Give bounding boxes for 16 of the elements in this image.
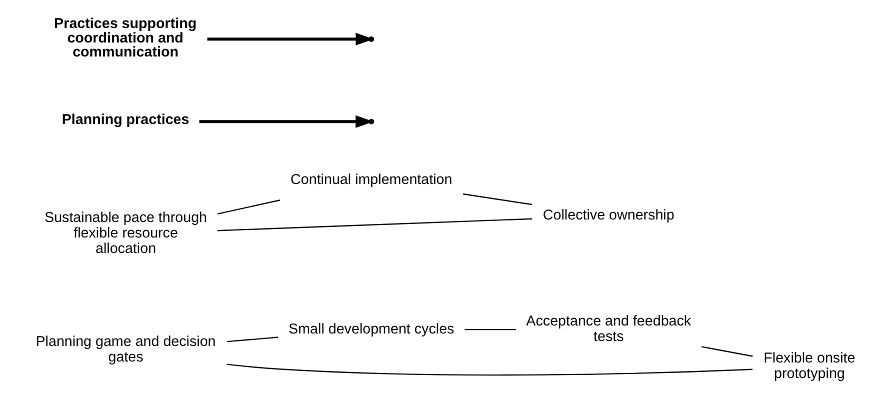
node-text: Planning game and decision gates	[36, 334, 216, 366]
node-text: Planning practices	[62, 112, 190, 128]
node-text: Small development cycles	[288, 321, 454, 338]
node-text: Continual implementation	[290, 172, 452, 188]
connector	[701, 346, 753, 357]
connector	[226, 364, 752, 376]
connector	[217, 218, 532, 232]
node-text: Practices supporting coordination and communication	[54, 16, 197, 61]
node-text: Collective ownership	[542, 208, 674, 224]
node-text: Flexible onsite prototyping	[764, 350, 856, 382]
node-text: Acceptance and feedback tests	[526, 314, 692, 346]
connector	[226, 336, 278, 342]
connector	[462, 193, 532, 206]
connector	[464, 328, 516, 330]
connector	[217, 200, 280, 215]
node-text: Sustainable pace through flexible resource allocation	[44, 210, 208, 258]
